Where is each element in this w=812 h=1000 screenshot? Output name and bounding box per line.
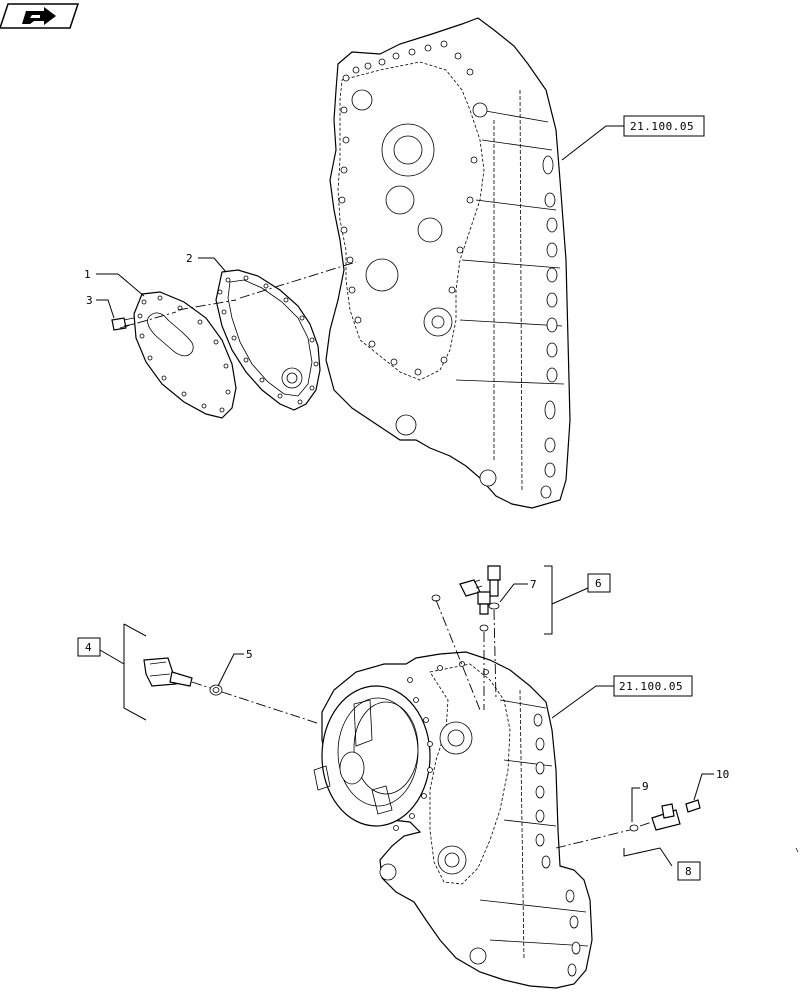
svg-text:3: 3 (86, 294, 93, 307)
callout-3: 3 (86, 294, 115, 319)
callout-7: 7 (499, 578, 537, 603)
ref-label-lower[interactable]: 21.100.05 (551, 675, 693, 719)
speed-sensor-item-8 (629, 799, 701, 832)
svg-text:6: 6 (595, 577, 602, 590)
callout-9: 9 (631, 780, 649, 822)
svg-text:10: 10 (716, 768, 729, 781)
next-page-button[interactable] (0, 3, 80, 29)
sensor-centerline (191, 681, 321, 725)
svg-text:4: 4 (85, 641, 92, 654)
svg-text:9: 9 (642, 780, 649, 793)
callout-2: 2 (186, 252, 227, 273)
fittings-item-6-7 (431, 565, 501, 632)
upper-bolt-pattern (338, 40, 478, 376)
upper-assembly-centerline (119, 261, 357, 329)
fittings-leader-lines (435, 599, 497, 711)
upper-housing (325, 17, 571, 509)
callout-5: 5 (217, 648, 253, 687)
svg-text:2: 2 (186, 252, 193, 265)
svg-text:7: 7 (530, 578, 537, 591)
svg-text:1: 1 (84, 268, 91, 281)
svg-text:5: 5 (246, 648, 253, 661)
bolt-item-3 (111, 317, 135, 331)
group-box-4: 4 (77, 623, 147, 721)
gasket-item-2 (215, 269, 321, 411)
group-box-6: 6 (544, 565, 611, 635)
ref-label-upper[interactable]: 21.100.05 (561, 115, 705, 161)
callout-10: 10 (693, 768, 729, 801)
speed-sensor-centerline (555, 821, 653, 849)
svg-text:8: 8 (685, 865, 692, 878)
corner-tick (795, 847, 799, 853)
svg-text:21.100.05: 21.100.05 (619, 680, 683, 693)
group-box-8: 8 (623, 847, 701, 881)
upper-side-fins (540, 155, 558, 499)
svg-text:21.100.05: 21.100.05 (630, 120, 694, 133)
lower-housing (313, 651, 593, 989)
cover-plate-item-1 (133, 291, 237, 419)
sensor-item-4 (143, 657, 223, 696)
lower-side-fins (533, 713, 581, 977)
callout-1: 1 (84, 268, 145, 297)
next-page-arrow-icon (22, 7, 56, 25)
